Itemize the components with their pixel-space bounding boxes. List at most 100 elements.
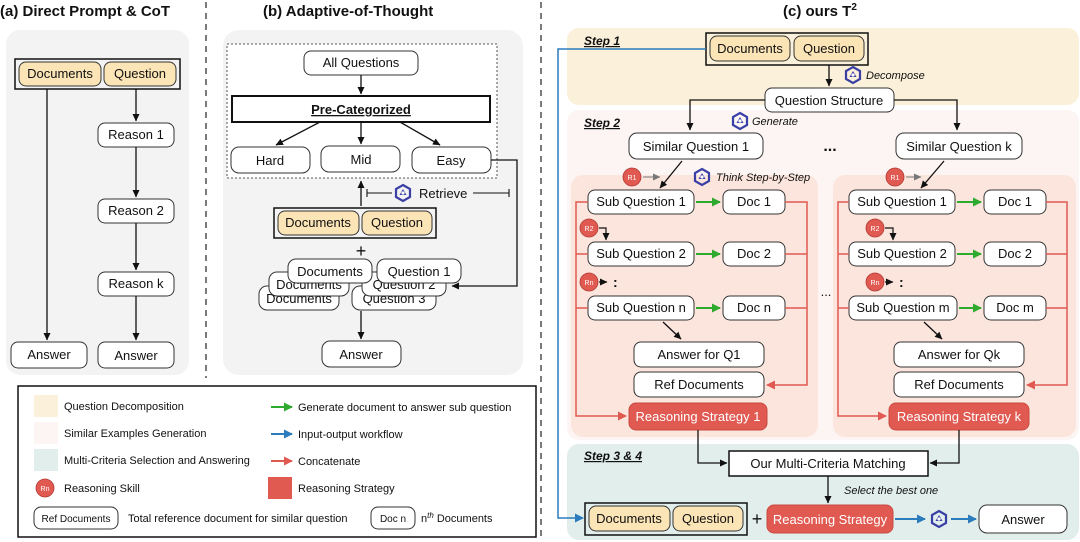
- c-left-rn-badge: [579, 272, 599, 292]
- c-right-ref-box: [893, 371, 1025, 398]
- panel-a-reason-k-label: Reason k: [109, 276, 164, 291]
- panel-b-easy-label: Easy: [437, 153, 466, 168]
- c-similar-question-1-label: Similar Question 1: [643, 139, 749, 154]
- c-right-sim-to-sub1-arrow: [920, 160, 945, 189]
- c-right-sub2-label: Sub Question 2: [857, 246, 947, 261]
- c-right-r1-badge: [885, 167, 905, 187]
- c-left-red-lines: [575, 201, 808, 421]
- panel-a-answer-left-box: [10, 341, 88, 369]
- c-left-r2-label: R2: [585, 226, 594, 233]
- panel-b-category-arrows: [275, 121, 441, 146]
- c-right-red-lines: [837, 201, 1068, 421]
- legend-reasoning-skill-badge: [35, 478, 55, 498]
- c-right-vdots: :: [899, 274, 904, 290]
- c-right-answer-label: Answer for Qk: [918, 347, 1001, 362]
- c-bottom-documents-label: Documents: [596, 511, 662, 526]
- c-right-ref-label: Ref Documents: [914, 377, 1004, 392]
- c-left-ref-box: [633, 371, 765, 398]
- c-step1-documents-box: [709, 35, 791, 62]
- legend-concatenate-label: Concatenate: [298, 456, 360, 468]
- c-left-r1-badge: [622, 167, 642, 187]
- step1-background: [567, 28, 1079, 105]
- c-decompose-label: Decompose: [866, 70, 925, 82]
- c-think-label: Think Step-by-Step: [716, 172, 810, 184]
- c-arrow-to-similar-k: [894, 99, 961, 131]
- legend-doc-n-box-label: Doc n: [380, 514, 406, 525]
- legend-ref-documents-box-label: Ref Documents: [42, 514, 111, 525]
- panel-b-hard-label: Hard: [256, 153, 284, 168]
- panel-a-answer-right-label: Answer: [114, 348, 158, 363]
- c-bottom-question-box: [672, 505, 744, 532]
- c-bottom-plus: +: [752, 509, 763, 529]
- c-right-rn-label: Rn: [871, 280, 880, 287]
- c-matching-box: [728, 450, 929, 477]
- c-left-to-answer-arrow: [662, 321, 682, 340]
- c-right-answer-box: [893, 341, 1025, 368]
- c-right-r2-arrow: [885, 227, 897, 241]
- c-right-strategy-label: Reasoning Strategy k: [897, 409, 1022, 424]
- panel-a-documents-label: Documents: [27, 66, 93, 81]
- panel-b-retrieve-label: Retrieve: [419, 186, 467, 201]
- c-ellipsis-mid: ...: [821, 284, 832, 299]
- legend-similar-label: Similar Examples Generation: [64, 428, 206, 440]
- c-left-answer-label: Answer for Q1: [657, 347, 740, 362]
- c-generate-label: Generate: [752, 116, 798, 128]
- c-left-r2-badge: [579, 218, 599, 238]
- panel-a-question-box: [103, 61, 177, 87]
- c-bottom-strategy-label: Reasoning Strategy: [773, 512, 888, 527]
- c-left-to-matching-arrow: [697, 430, 728, 467]
- c-matching-label: Our Multi-Criteria Matching: [750, 456, 905, 471]
- panel-a-answer-right-box: [97, 341, 175, 369]
- panel-b-documents-label: Documents: [285, 215, 351, 230]
- c-left-sub2-label: Sub Question 2: [596, 246, 686, 261]
- c-left-answer-box: [633, 341, 765, 368]
- panel-b-all-questions-label: All Questions: [323, 55, 400, 70]
- c-left-sub1-label: Sub Question 1: [596, 194, 686, 209]
- panel-b-question-box: [361, 210, 433, 236]
- panel-b-mid-box: [320, 145, 401, 173]
- legend-io-workflow-label: Input-output workflow: [298, 429, 403, 441]
- c-bottom-answer-box: [978, 504, 1068, 534]
- c-right-to-answer-arrow: [923, 321, 943, 340]
- panel-b-documents-box: [277, 210, 360, 236]
- legend-generate-doc-label: Generate document to answer sub question: [298, 402, 511, 414]
- c-step1-question-label: Question: [803, 41, 855, 56]
- c-right-docm-label: Doc m: [996, 300, 1034, 315]
- c-similar-question-k-box: [895, 132, 1023, 160]
- c-left-vdots: :: [613, 274, 618, 290]
- panel-b-doc-question-frame: [273, 207, 437, 239]
- panel-b-precategorized-label: Pre-Categorized: [311, 102, 411, 117]
- legend-swatch-decomposition: [34, 395, 58, 417]
- panel-a-question-label: Question: [114, 66, 166, 81]
- legend-ref-documents-text: Total reference document for similar que…: [128, 513, 348, 525]
- panel-b-question-label: Question: [371, 215, 423, 230]
- legend-swatch-multi: [34, 449, 58, 471]
- legend-multi-label: Multi-Criteria Selection and Answering: [64, 455, 250, 467]
- c-bottom-frame: [584, 502, 748, 536]
- panel-b-answer-label: Answer: [339, 347, 383, 362]
- c-left-sim-to-sub1-arrow: [659, 160, 683, 189]
- c-left-strategy-label: Reasoning Strategy 1: [635, 409, 760, 424]
- c-select-best-label: Select the best one: [844, 485, 938, 497]
- panel-b-stack-question-front: [376, 258, 462, 284]
- c-bottom-answer-label: Answer: [1001, 512, 1045, 527]
- panel-b-plus: +: [356, 241, 367, 261]
- c-arrow-to-similar-1: [686, 99, 765, 131]
- panel-b-stack-question-front-label: Question 1: [388, 264, 451, 279]
- c-ellipsis-top: ...: [823, 138, 836, 155]
- c-left-subn-label: Sub Question n: [596, 300, 686, 315]
- legend-doc-n-box: [370, 506, 416, 530]
- c-right-sub1-label: Sub Question 1: [857, 194, 947, 209]
- c-left-ref-label: Ref Documents: [654, 377, 744, 392]
- c-question-structure-label: Question Structure: [775, 93, 883, 108]
- c-right-doc2-label: Doc 2: [998, 246, 1032, 261]
- legend-reasoning-strategy-swatch: [268, 477, 292, 499]
- title-c: (c) ours T2: [783, 2, 857, 20]
- panel-b-stack-documents-front-label: Documents: [297, 264, 363, 279]
- c-similar-question-k-label: Similar Question k: [906, 139, 1012, 154]
- legend-reasoning-strategy-label: Reasoning Strategy: [298, 483, 395, 495]
- c-similar-question-1-box: [628, 132, 764, 160]
- c-left-rn-label: Rn: [585, 280, 594, 287]
- panel-b-precategorized-box: [231, 95, 491, 123]
